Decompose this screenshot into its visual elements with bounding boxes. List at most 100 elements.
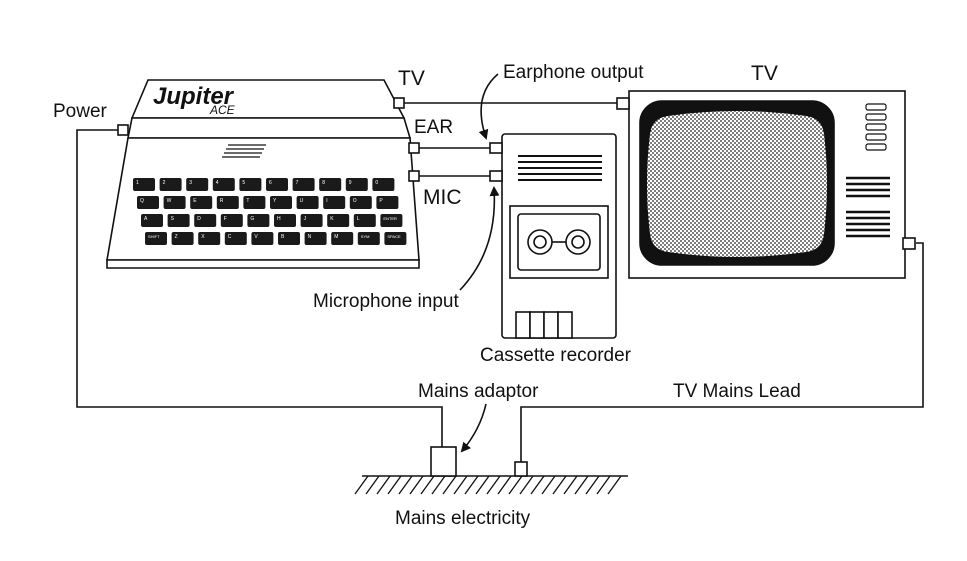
keyboard-key-label: 4 [216, 180, 219, 186]
keyboard-key-label: B [281, 234, 285, 240]
cassette-reel-left-hub [533, 235, 547, 249]
keyboard-key-label: F [224, 216, 227, 222]
keyboard-key-label: ENTER [383, 216, 397, 221]
tv-mains-plug [514, 461, 528, 477]
computer-base [106, 259, 420, 269]
keyboard-key-label: Y [273, 198, 277, 204]
keyboard-key-label: E [193, 198, 197, 204]
keyboard-key-label: V [254, 234, 258, 240]
cassette-recorder [489, 133, 617, 339]
tv-mains-socket [902, 237, 916, 250]
hatch-line [365, 475, 380, 495]
keyboard-key-label: H [277, 216, 281, 222]
keyboard-key-label: 1 [136, 180, 139, 186]
keyboard-key: T [243, 196, 266, 209]
computer-model: ACE [209, 103, 236, 117]
keyboard-key: 5 [239, 178, 262, 191]
keyboard-key-label: SPACE [387, 234, 401, 239]
mains-electricity-label: Mains electricity [395, 508, 531, 529]
keyboard-key: 3 [186, 178, 209, 191]
computer-middle-panel [127, 117, 412, 139]
hatch-line [519, 475, 534, 495]
keyboard-key-label: 8 [322, 180, 325, 186]
hatch-line [541, 475, 556, 495]
hatch-line [563, 475, 578, 495]
keyboard-key-label: O [353, 198, 357, 204]
keyboard-key: K [327, 214, 350, 227]
hatch-line [475, 475, 490, 495]
keyboard-key-label: M [334, 234, 338, 240]
keyboard-key: 7 [292, 178, 315, 191]
keyboard-key: L [353, 214, 376, 227]
television [616, 90, 916, 279]
computer-brand: Jupiter [153, 83, 235, 110]
keyboard-key: I [323, 196, 346, 209]
keyboard-key: H [274, 214, 296, 227]
keyboard-key-label: G [250, 216, 254, 222]
keyboard-key: Z [171, 232, 194, 245]
keyboard-key: D [194, 214, 217, 227]
tv-mains-lead-label: TV Mains Lead [673, 381, 801, 402]
keyboard-key-label: 9 [349, 180, 352, 186]
keyboard-key: SPACE [384, 232, 407, 245]
tv-antenna-socket [616, 97, 630, 110]
hatch-line [486, 475, 501, 495]
hatch-line [552, 475, 567, 495]
keyboard-key-label: SHIFT [148, 234, 160, 239]
tv-screen [647, 111, 827, 257]
keyboard-key: 0 [372, 178, 395, 191]
pointer-arrows [459, 73, 500, 453]
keyboard-key-label: 2 [163, 180, 166, 186]
keyboard-key: ENTER [380, 214, 403, 227]
keyboard-key-label: N [308, 234, 312, 240]
keyboard-key: 8 [319, 178, 342, 191]
keyboard-key: R [216, 196, 239, 209]
mains-adaptor-label: Mains adaptor [418, 381, 539, 402]
mic-port [408, 170, 420, 182]
keyboard-key: J [300, 214, 323, 227]
keyboard-key-label: 0 [375, 180, 378, 186]
hatch-line [607, 475, 622, 495]
keyboard-key-label: P [379, 198, 383, 204]
hatch-line [376, 475, 391, 495]
tv-label: TV [751, 62, 778, 85]
hatch-line [354, 475, 369, 495]
keyboard-key: S [167, 214, 190, 227]
keyboard-key: M [331, 232, 354, 245]
keyboard-key-label: T [246, 198, 249, 204]
keyboard-key-label: S [171, 216, 175, 222]
hatch-line [442, 475, 457, 495]
keyboard-key: Q [137, 196, 159, 209]
hatch-line [530, 475, 545, 495]
keyboard-key: N [304, 232, 327, 245]
power-label: Power [53, 101, 108, 122]
keyboard-key-label: 5 [242, 180, 245, 186]
hatch-line [585, 475, 600, 495]
tv-port [393, 97, 405, 109]
keyboard-key: U [296, 196, 319, 209]
jupiter-ace-computer [106, 79, 420, 269]
hatch-line [420, 475, 435, 495]
cassette-jack-ear [489, 142, 503, 154]
keyboard-key-label: SYM [361, 234, 370, 239]
keyboard-key-label: 7 [296, 180, 299, 186]
microphone-input-arrow [459, 186, 500, 291]
keyboard-key-label: 6 [269, 180, 272, 186]
keyboard-key-label: Z [175, 234, 178, 240]
keyboard-key: P [376, 196, 399, 209]
keyboard-key: W [163, 196, 186, 209]
mains-adaptor-box [430, 446, 457, 477]
keyboard-key: G [247, 214, 270, 227]
earphone-output-arrow [478, 73, 499, 140]
keyboard-key: 6 [266, 178, 288, 191]
keyboard-key: B [278, 232, 300, 245]
hatch-line [431, 475, 446, 495]
keyboard-key: 2 [159, 178, 182, 191]
hatch-line [596, 475, 611, 495]
keyboard-key: 1 [133, 178, 155, 191]
power-port [117, 124, 129, 136]
keyboard-key-label: U [300, 198, 304, 204]
